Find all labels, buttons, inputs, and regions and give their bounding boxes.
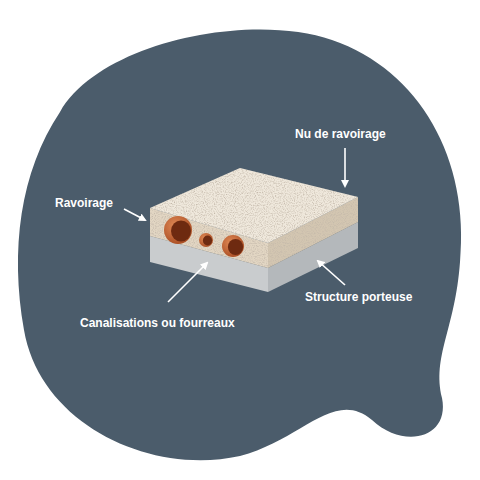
callout-label: Nu de ravoirage [295, 127, 386, 141]
callout-label: Canalisations ou fourreaux [80, 316, 235, 330]
callout-label: Structure porteuse [305, 290, 412, 304]
leader-arrows [124, 148, 345, 302]
background-blob [18, 30, 461, 461]
callout-label: Ravoirage [55, 196, 113, 210]
floor-section [150, 168, 358, 292]
pipes [164, 216, 244, 257]
